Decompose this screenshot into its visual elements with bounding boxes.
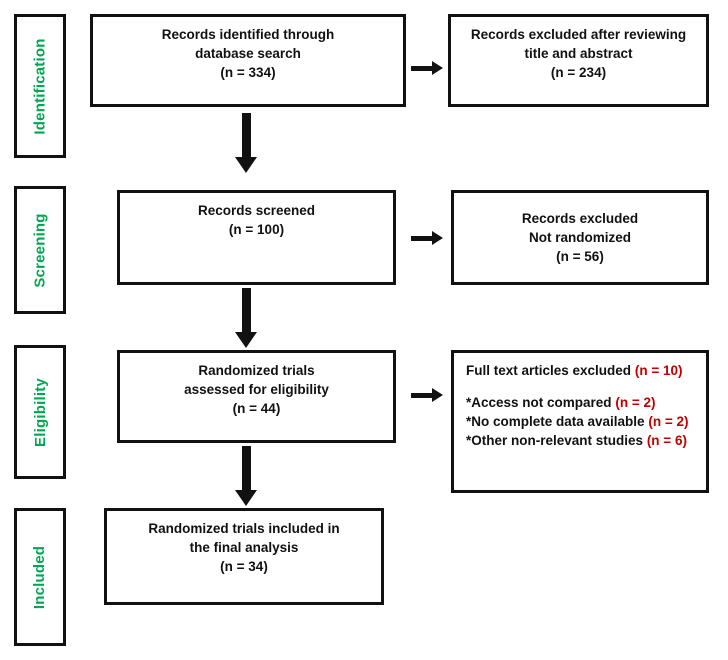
stage-box-identification: Identification (14, 14, 66, 158)
box-records-identified: Records identified through database sear… (90, 14, 406, 107)
stage-box-screening: Screening (14, 186, 66, 314)
stage-label-identification: Identification (31, 37, 49, 135)
stage-label-screening: Screening (31, 212, 49, 288)
arrow-screened-to-excluded-icon (411, 226, 443, 250)
reason-1-count: (n = 2) (615, 395, 656, 411)
arrow-identified-to-excluded-icon (411, 56, 443, 80)
reason-2-count: (n = 2) (648, 414, 689, 430)
excluded-title-abstract-count: (n = 234) (550, 65, 607, 81)
reason-2-text: *No complete data available (466, 414, 645, 430)
excluded-title-abstract-line-2: title and abstract (524, 46, 633, 62)
excluded-not-randomized-line-1: Records excluded (521, 210, 639, 226)
arrow-screened-to-eligibility-icon (232, 288, 260, 348)
arrow-identified-to-screened-icon (232, 113, 260, 173)
records-identified-line-1: Records identified through (161, 27, 335, 42)
full-text-excluded-reason-2: *No complete data available (n = 2) (466, 412, 696, 431)
included-final-line-1: Randomized trials included in (148, 521, 340, 536)
stage-label-included: Included (31, 545, 49, 609)
box-full-text-articles-excluded: Full text articles excluded (n = 10) *Ac… (451, 350, 709, 493)
records-identified-line-2: database search (195, 46, 301, 62)
assessed-eligibility-line-2: assessed for eligibility (184, 382, 329, 398)
box-records-excluded-not-randomized: Records excluded Not randomized (n = 56) (451, 190, 709, 285)
arrow-eligibility-to-included-icon (232, 446, 260, 506)
box-randomized-trials-assessed: Randomized trials assessed for eligibili… (117, 350, 396, 443)
full-text-excluded-reason-3: *Other non-relevant studies (n = 6) (466, 431, 696, 450)
excluded-not-randomized-line-2: Not randomized (528, 229, 631, 245)
full-text-excluded-spacer (466, 380, 696, 393)
stage-box-included: Included (14, 508, 66, 646)
reason-1-text: *Access not compared (466, 395, 612, 411)
arrow-eligibility-to-excluded-icon (411, 383, 443, 407)
full-text-excluded-reason-1: *Access not compared (n = 2) (466, 393, 696, 412)
assessed-eligibility-count: (n = 44) (232, 401, 281, 417)
reason-3-count: (n = 6) (646, 433, 687, 449)
box-records-screened: Records screened (n = 100) (117, 190, 396, 285)
reason-3-text: *Other non-relevant studies (466, 433, 644, 449)
records-screened-count: (n = 100) (228, 222, 285, 238)
full-text-excluded-heading-count: (n = 10) (634, 363, 683, 378)
included-final-line-2: the final analysis (189, 540, 299, 556)
stage-label-eligibility: Eligibility (31, 377, 49, 447)
full-text-excluded-heading-text: Full text articles excluded (466, 363, 632, 378)
included-final-count: (n = 34) (220, 559, 268, 575)
assessed-eligibility-line-1: Randomized trials (198, 363, 315, 378)
full-text-excluded-heading: Full text articles excluded (n = 10) (466, 361, 696, 380)
stage-box-eligibility: Eligibility (14, 345, 66, 479)
records-screened-line-1: Records screened (197, 203, 316, 218)
records-identified-count: (n = 334) (220, 65, 276, 81)
excluded-not-randomized-count: (n = 56) (556, 249, 604, 265)
box-records-excluded-title-abstract: Records excluded after reviewing title a… (448, 14, 709, 107)
excluded-title-abstract-line-1: Records excluded after reviewing (470, 27, 687, 42)
box-randomized-trials-included: Randomized trials included in the final … (104, 508, 384, 605)
